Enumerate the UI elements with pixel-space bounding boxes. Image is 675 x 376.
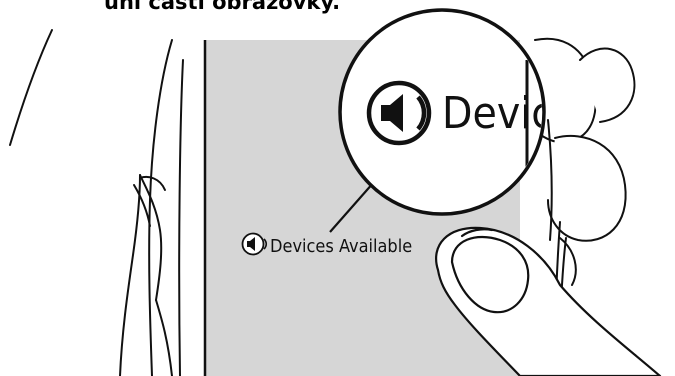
magnifier: Devic [340,10,553,214]
left-hand-outline [10,30,183,376]
devices-available-label: Devices Available [270,236,412,257]
magnified-label: Devic [442,88,553,139]
